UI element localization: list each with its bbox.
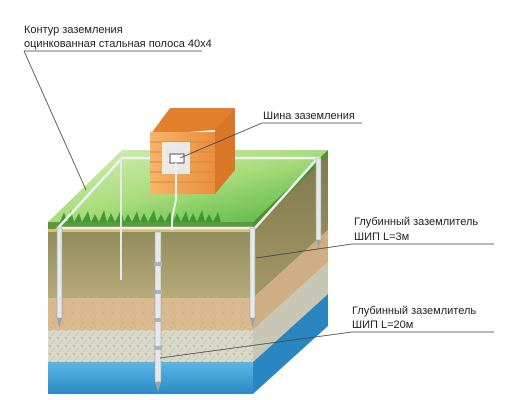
leader-lines	[23, 50, 494, 359]
grounding-bus	[169, 153, 185, 164]
ground-rods	[56, 157, 322, 392]
contour-label-line1: Контур заземления	[24, 24, 123, 36]
bus-wire	[171, 163, 177, 230]
front-face	[48, 222, 253, 394]
house	[146, 108, 235, 194]
rod3-label-line1: Глубинный заземлитель	[354, 216, 479, 228]
bus-label: Шина заземления	[263, 110, 355, 122]
rod3-label-line2: ШИП L=3м	[354, 231, 410, 243]
rod20-label-line2: ШИП L=20м	[352, 319, 414, 331]
contour-label-line2: оцинкованная стальная полоса 40х4	[24, 38, 212, 50]
rod20-label-line1: Глубинный заземлитель	[352, 305, 477, 317]
